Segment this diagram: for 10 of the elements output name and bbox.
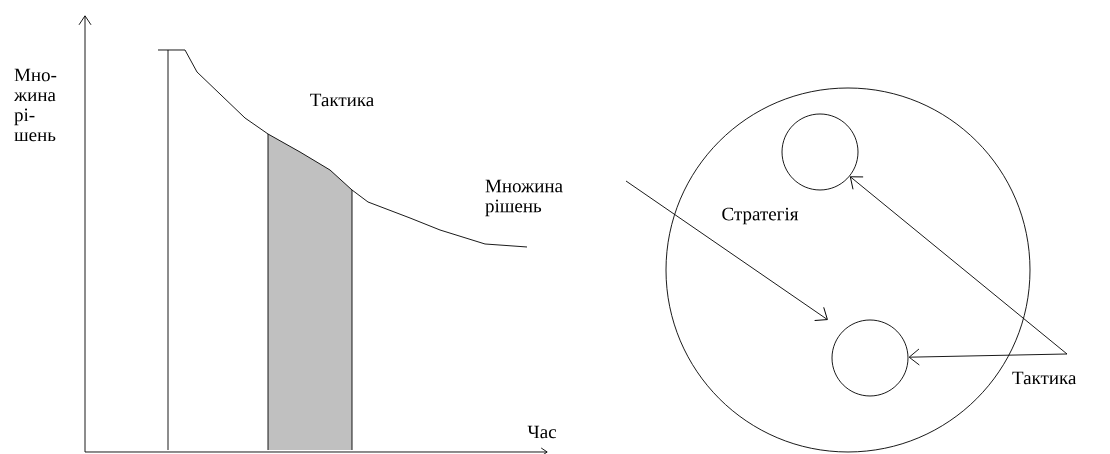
text-label: Час: [527, 425, 557, 439]
text-label: Мно- жина рі- шень: [13, 68, 57, 142]
text-label: Множина рішень: [485, 179, 563, 217]
arrow: [625, 180, 828, 321]
circle: [831, 319, 909, 397]
text-label: Тактика: [1012, 371, 1077, 385]
circle: [781, 113, 859, 191]
text-label: Тактика: [310, 93, 374, 107]
arrow: [908, 348, 1068, 366]
arrow: [849, 176, 1068, 355]
